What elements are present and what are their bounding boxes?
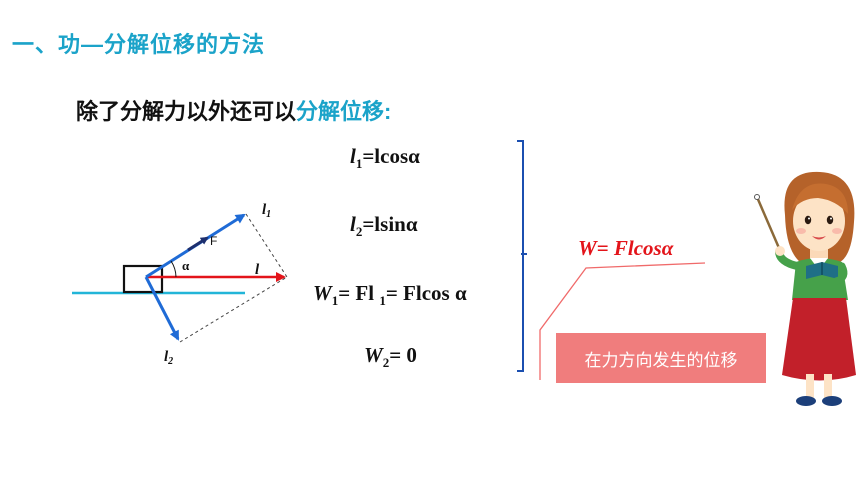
bracket-tick xyxy=(521,253,527,255)
equation-w1: W1= Fl 1= Flcos α xyxy=(313,281,467,309)
label-F: F xyxy=(210,234,217,248)
equation-w2: W2= 0 xyxy=(364,343,417,371)
dashed-guide-bottom xyxy=(179,276,288,343)
label-l: l xyxy=(255,262,260,278)
vector-l2 xyxy=(144,276,180,341)
force-arrow xyxy=(187,236,209,252)
subtitle-highlight: 分解位移: xyxy=(296,99,392,124)
equation-l1: l1=lcosα xyxy=(350,144,420,172)
label-alpha: α xyxy=(182,258,190,273)
label-l1: l1 xyxy=(262,202,271,220)
equation-l2: l2=lsinα xyxy=(350,212,418,240)
page-title: 一、功—分解位移的方法 xyxy=(12,32,266,57)
result-formula: W= Flcosα xyxy=(578,236,674,260)
subtitle-main: 除了分解力以外还可以 xyxy=(76,99,297,124)
dashed-guide-top xyxy=(245,213,288,278)
angle-arc xyxy=(170,260,177,278)
callout-connector xyxy=(539,262,706,380)
annotation-label: 在力方向发生的位移 xyxy=(556,333,766,383)
subtitle: 除了分解力以外还可以分解位移: xyxy=(76,94,391,126)
right-bracket xyxy=(517,140,524,372)
label-l2: l2 xyxy=(164,349,173,367)
